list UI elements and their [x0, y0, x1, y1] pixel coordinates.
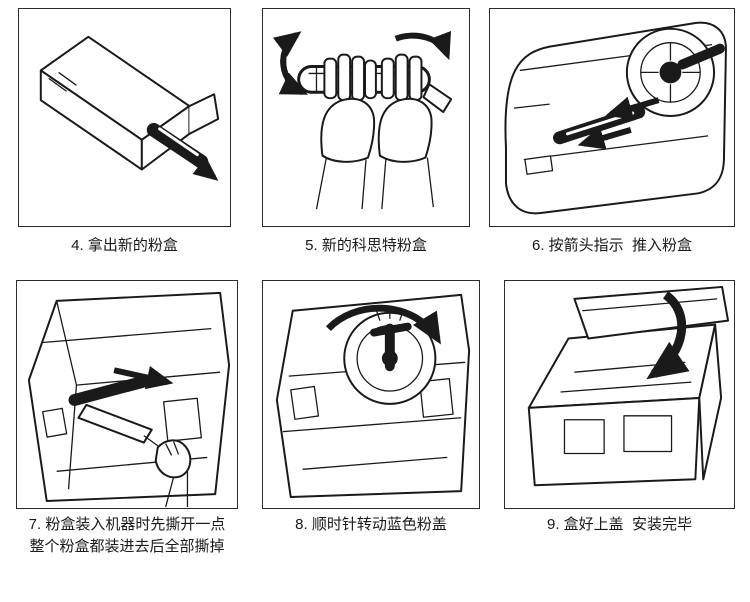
step-7-panel [16, 280, 238, 509]
tear-direction-arrow-icon [113, 365, 174, 390]
step-5-illustration [272, 30, 453, 210]
pulling-hand [154, 439, 192, 508]
printer-body [527, 323, 723, 487]
cartridge-nozzle [422, 83, 453, 114]
blue-toner-cap [343, 306, 437, 405]
push-arrow-icon-1 [605, 96, 660, 120]
step-8-panel [262, 280, 480, 509]
step-5-panel [262, 8, 470, 227]
box-flap [188, 93, 220, 135]
step-9-illustration [527, 285, 730, 487]
step-6-illustration [504, 21, 727, 215]
seal-strip [77, 403, 153, 444]
step-6-panel [489, 8, 735, 227]
step-4-caption: 4. 拿出新的粉盒 [71, 237, 178, 254]
step-8-caption: 8. 顺时针转动蓝色粉盖 [295, 516, 447, 533]
step-6-caption: 6. 按箭头指示 推入粉盒 [531, 237, 692, 254]
step-9-panel [504, 280, 735, 509]
pull-out-arrow-icon [187, 155, 219, 181]
step-8-illustration [275, 293, 471, 499]
step-5-caption: 5. 新的科思特粉盒 [305, 237, 427, 254]
shake-arrow-right-icon [394, 30, 451, 61]
close-cover-arrow-icon [646, 291, 690, 380]
cartridge-with-seal [68, 376, 167, 453]
right-hand [377, 53, 434, 210]
step-4-panel [18, 8, 231, 227]
step-9-caption: 9. 盒好上盖 安装完毕 [546, 516, 692, 533]
step-7-illustration [27, 291, 231, 508]
top-cover-open [573, 285, 730, 340]
left-hand [315, 53, 377, 210]
printer-open-body [27, 291, 231, 503]
step-7-caption: 7. 粉盒装入机器时先撕开一点 整个粉盒都装进去后全部撕掉 [28, 516, 226, 555]
toner-bottle-end-cap [625, 27, 725, 118]
shake-arrow-left-icon [272, 31, 308, 95]
clockwise-arrow-icon [325, 304, 441, 345]
step-4-illustration [39, 35, 220, 181]
push-arrow-icon-2 [577, 126, 632, 150]
cartridge-sliding-out [146, 122, 209, 169]
